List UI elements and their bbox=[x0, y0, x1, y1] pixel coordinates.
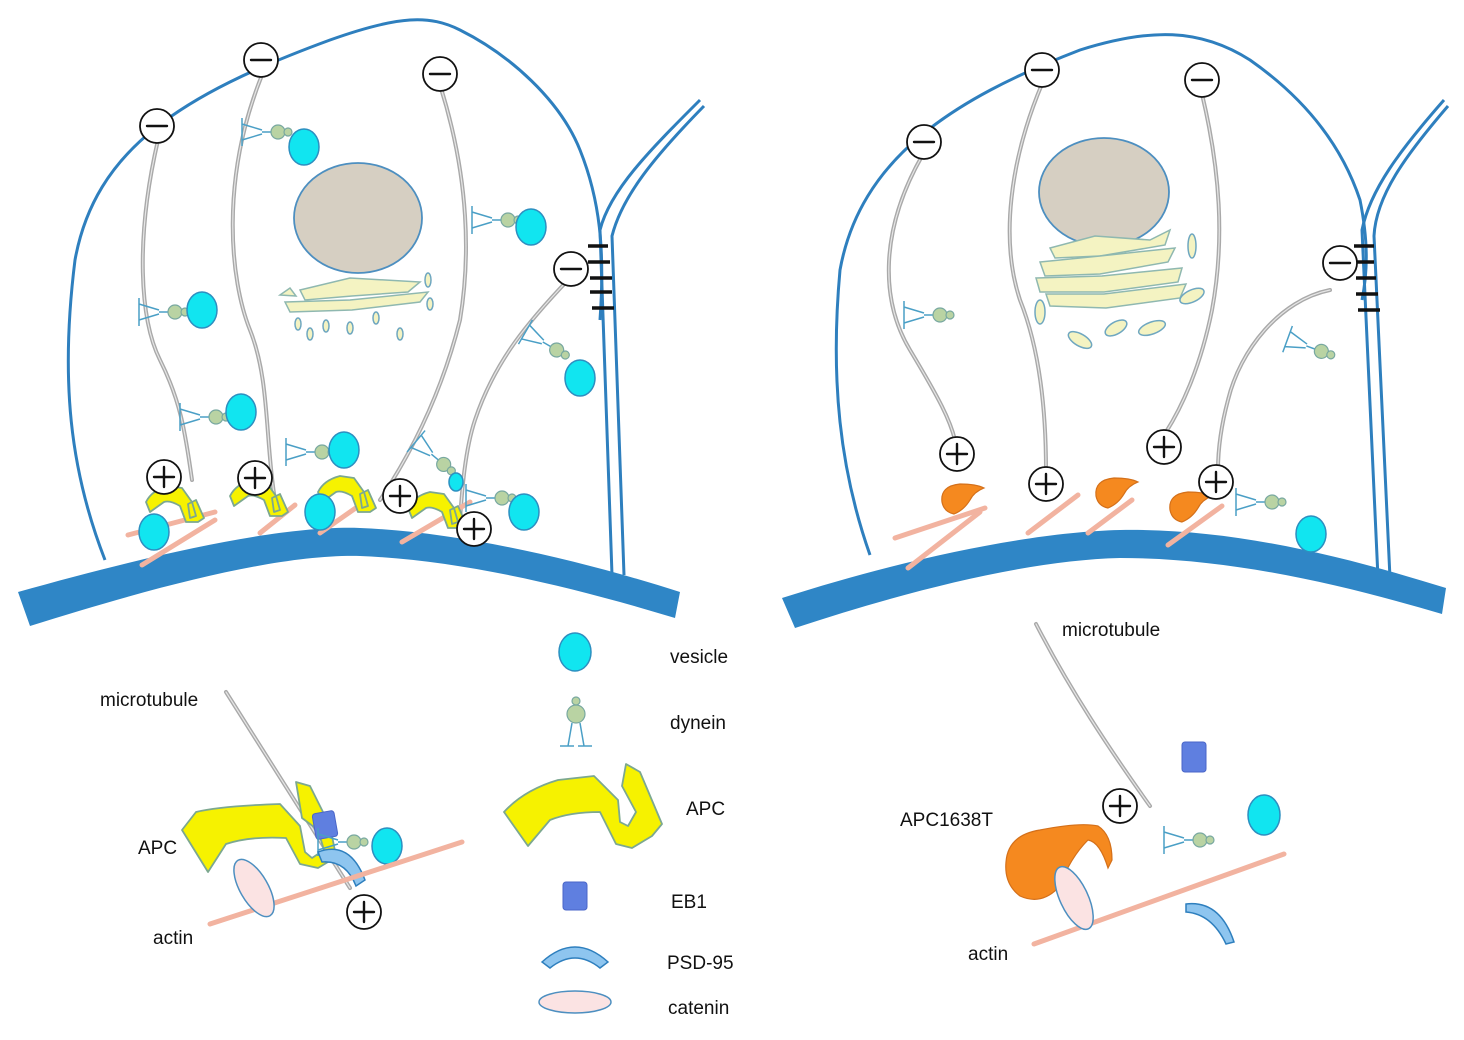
detail-apc-left bbox=[181, 781, 337, 873]
right-vesicles-dyneins bbox=[903, 300, 1341, 553]
left-cell-normal bbox=[18, 18, 706, 626]
detail-apc-mutant-label-right: APC1638T bbox=[900, 810, 993, 831]
detail-vesicle-right bbox=[1247, 794, 1281, 836]
minus-end-icon bbox=[138, 107, 176, 145]
plus-end-icon bbox=[1145, 428, 1183, 466]
detail-actin-label-left: actin bbox=[153, 928, 193, 949]
detail-microtubule-label-right: microtubule bbox=[1062, 620, 1160, 641]
apc-icon bbox=[503, 763, 663, 849]
dynein-icon bbox=[560, 696, 592, 747]
plus-end-icon bbox=[455, 510, 493, 548]
left-detail-complex: microtubule APC actin bbox=[100, 690, 465, 949]
eb1-icon bbox=[562, 881, 588, 911]
psd95-icon bbox=[540, 946, 610, 969]
detail-apc-label-left: APC bbox=[138, 838, 177, 859]
left-vesicles-dyneins bbox=[138, 117, 596, 551]
minus-end-icon bbox=[242, 41, 280, 79]
right-detail-complex: microtubule APC1638T actin bbox=[900, 620, 1287, 965]
legend-label-psd95: PSD-95 bbox=[667, 953, 734, 974]
minus-end-icon bbox=[552, 250, 590, 288]
plus-end-icon bbox=[145, 458, 183, 496]
minus-end-icon bbox=[1023, 51, 1061, 89]
right-nucleus bbox=[1038, 137, 1170, 247]
right-golgi bbox=[1034, 228, 1205, 350]
detail-eb1-left bbox=[311, 810, 339, 840]
left-neighbor-membrane-inner bbox=[610, 104, 706, 576]
left-junction bbox=[588, 244, 614, 310]
minus-end-icon bbox=[905, 123, 943, 161]
detail-actin-right bbox=[1031, 851, 1287, 947]
plus-end-icon bbox=[1197, 463, 1235, 501]
right-apc-mutant-2 bbox=[1095, 477, 1139, 509]
plus-end-icon bbox=[938, 435, 976, 473]
left-microtubules bbox=[140, 73, 570, 522]
right-junction bbox=[1354, 244, 1380, 312]
detail-eb1-right bbox=[1181, 741, 1207, 773]
right-neighbor-membrane-outer bbox=[1360, 99, 1446, 579]
plus-end-icon bbox=[236, 459, 274, 497]
left-nucleus bbox=[293, 162, 423, 274]
left-golgi bbox=[277, 272, 434, 341]
plus-end-icon bbox=[345, 893, 383, 931]
legend-label-eb1: EB1 bbox=[671, 892, 707, 913]
legend-label-dynein: dynein bbox=[670, 713, 726, 734]
right-neighbor-membrane-inner bbox=[1372, 105, 1450, 579]
detail-catenin-right bbox=[1054, 865, 1094, 931]
vesicle-icon bbox=[558, 632, 592, 672]
legend-label-catenin: catenin bbox=[668, 998, 729, 1019]
minus-end-icon bbox=[421, 55, 459, 93]
right-actin-filaments bbox=[892, 492, 1225, 571]
detail-apc-mutant-right bbox=[1005, 824, 1113, 900]
right-microtubules bbox=[886, 82, 1332, 472]
detail-psd95-right bbox=[1185, 902, 1235, 945]
detail-microtubule-right bbox=[1034, 622, 1152, 808]
right-cell-cortex bbox=[782, 529, 1446, 628]
plus-end-icon bbox=[1027, 465, 1065, 503]
detail-actin-label-right: actin bbox=[968, 944, 1008, 965]
minus-end-icon bbox=[1183, 61, 1221, 99]
detail-catenin-left bbox=[233, 858, 275, 918]
detail-microtubule-label-left: microtubule bbox=[100, 690, 198, 711]
detail-actin-left bbox=[207, 839, 465, 927]
left-cell-membrane bbox=[66, 18, 604, 561]
plus-end-icon bbox=[381, 477, 419, 515]
minus-end-icon bbox=[1321, 244, 1359, 282]
plus-end-icon bbox=[1101, 787, 1139, 825]
catenin-icon bbox=[538, 990, 612, 1014]
left-neighbor-membrane-outer bbox=[598, 98, 702, 576]
left-cell-cortex bbox=[18, 527, 680, 626]
legend: vesicle dynein APC EB1 PSD-95 catenin bbox=[503, 632, 734, 1019]
detail-vesicle-left bbox=[371, 827, 403, 865]
legend-label-apc: APC bbox=[686, 799, 725, 820]
right-cell-mutant bbox=[782, 33, 1450, 628]
legend-label-vesicle: vesicle bbox=[670, 647, 728, 668]
right-cell-membrane bbox=[834, 33, 1368, 556]
